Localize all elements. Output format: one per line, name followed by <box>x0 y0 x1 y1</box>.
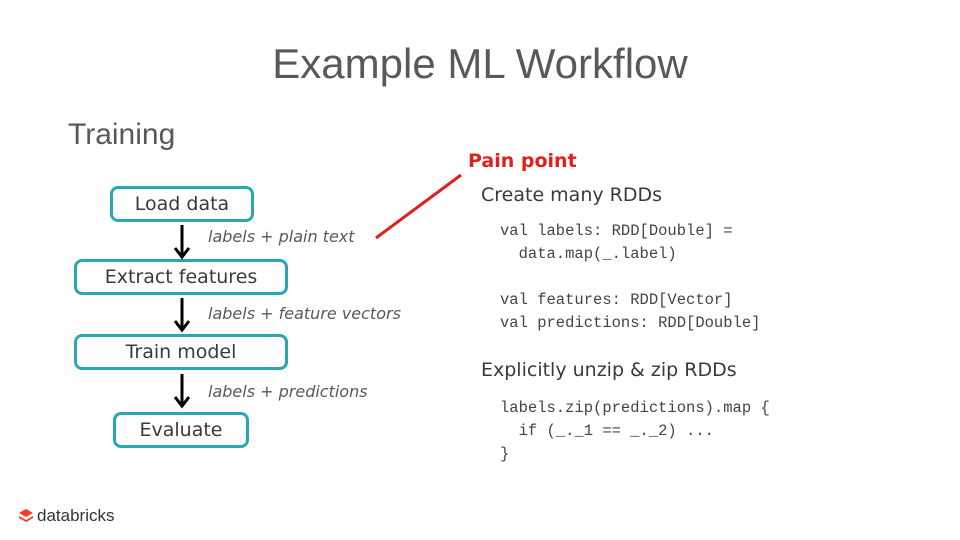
databricks-logo-icon <box>19 509 33 522</box>
step-train-model: Train model <box>74 334 288 370</box>
zip-rdds-heading: Explicitly unzip & zip RDDs <box>481 359 737 381</box>
step-extract-features: Extract features <box>74 259 288 295</box>
slide-title: Example ML Workflow <box>272 40 688 87</box>
step-load-data: Load data <box>110 186 254 222</box>
edge-label-predictions: labels + predictions <box>208 382 368 401</box>
logo-text: databricks <box>37 506 115 525</box>
pain-point-label: Pain point <box>468 150 577 172</box>
create-rdds-heading: Create many RDDs <box>481 184 663 206</box>
create-rdds-code: val labels: RDD[Double] = data.map(_.lab… <box>500 222 761 332</box>
zip-rdds-code: labels.zip(predictions).map { if (_._1 =… <box>500 399 770 463</box>
databricks-logo: databricks <box>18 506 114 526</box>
edge-label-plain-text: labels + plain text <box>208 227 355 246</box>
step-evaluate: Evaluate <box>113 412 249 448</box>
edge-label-feature-vectors: labels + feature vectors <box>208 304 401 323</box>
slide-subtitle: Training <box>68 118 176 151</box>
arrow-down-icon <box>173 298 191 333</box>
arrow-down-icon <box>173 225 191 260</box>
arrow-down-icon <box>173 374 191 409</box>
